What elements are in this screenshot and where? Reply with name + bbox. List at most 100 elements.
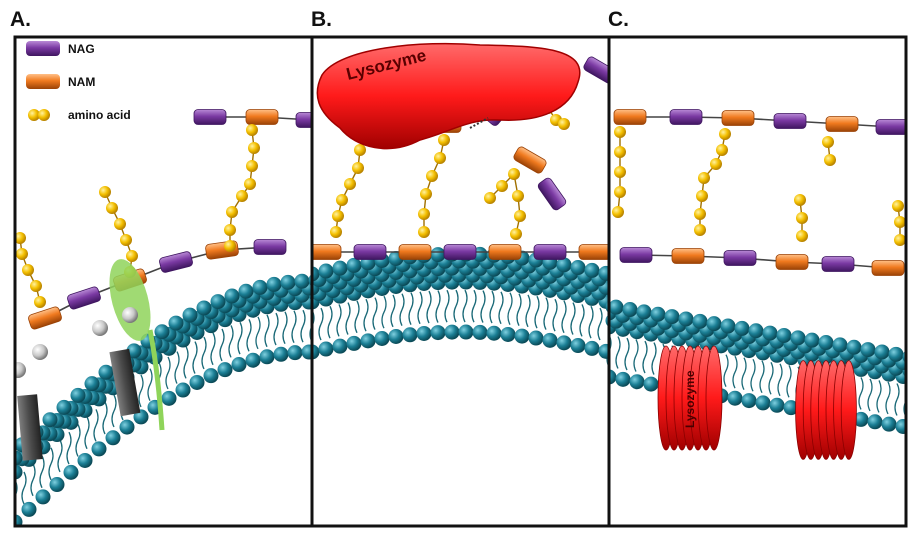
nag-unit xyxy=(583,56,609,84)
lipid-tail xyxy=(201,336,207,370)
peptide-crosslink xyxy=(892,200,906,246)
lipid-tail xyxy=(381,295,387,329)
lipid-head xyxy=(832,337,848,353)
lipid-head xyxy=(266,276,282,292)
legend-item-nam: NAM xyxy=(26,74,95,89)
pore-subunit xyxy=(705,345,723,451)
lipid-head xyxy=(189,374,205,390)
lipid-tail xyxy=(570,302,576,335)
amino-acid-bead xyxy=(418,226,430,238)
lipid-tail xyxy=(453,289,459,323)
lipid-head xyxy=(402,327,418,343)
gray-bead xyxy=(15,362,26,378)
lipid-bilayer xyxy=(609,299,906,434)
panel-c-frame xyxy=(607,35,908,528)
lipid-head xyxy=(346,257,362,273)
lipid-tail xyxy=(39,455,45,489)
lipid-head xyxy=(853,411,869,427)
amino-acid-bead xyxy=(694,208,706,220)
peptidoglycan-layer xyxy=(15,56,906,461)
lipid-head xyxy=(15,450,23,466)
peptide-crosslink xyxy=(418,134,450,238)
lipid-head xyxy=(312,266,320,282)
lipid-tail xyxy=(318,307,324,341)
amino-acid-bead xyxy=(894,216,906,228)
lipid-head xyxy=(217,362,233,378)
lipid-head xyxy=(643,376,659,392)
lipid-head xyxy=(598,265,609,281)
amino-acid-bead xyxy=(558,118,570,130)
amino-acid-bead xyxy=(796,212,808,224)
lipid-head xyxy=(486,325,502,341)
lipid-head xyxy=(182,307,198,323)
lipid-head xyxy=(776,327,792,343)
lipid-head xyxy=(556,257,572,273)
amino-acid-bead xyxy=(246,124,258,136)
lipid-tail xyxy=(480,290,486,323)
peptide-crosslink xyxy=(330,144,366,238)
lipid-tail xyxy=(723,354,729,387)
amino-acid-bead xyxy=(694,224,706,236)
legend-label-nag: NAG xyxy=(68,42,95,56)
amino-acid-bead xyxy=(508,168,520,180)
amino-acid-bead xyxy=(34,296,46,308)
glycan-strand xyxy=(619,247,905,276)
amino-acid-bead xyxy=(106,202,118,214)
amino-acid-bead xyxy=(226,206,238,218)
lipid-head xyxy=(56,399,72,415)
amino-acid-bead xyxy=(224,240,236,252)
lipid-head xyxy=(570,338,586,354)
lipid-tail xyxy=(525,294,531,328)
lipid-head xyxy=(196,300,212,316)
nam-unit xyxy=(871,260,905,276)
panel-frames xyxy=(13,35,908,528)
lipid-tail xyxy=(624,337,630,371)
glycan-strand xyxy=(312,244,609,260)
lipid-tail xyxy=(597,307,603,341)
lipid-tail xyxy=(111,394,117,428)
lipid-head xyxy=(119,419,135,435)
lipid-head xyxy=(231,357,247,373)
lipid-tail xyxy=(147,368,153,401)
nag-unit xyxy=(443,244,477,260)
lipid-tail xyxy=(345,302,351,335)
amino-acid-bead xyxy=(719,128,731,140)
lysozyme-enzyme: Lysozyme xyxy=(316,42,581,150)
lipid-tail xyxy=(588,305,594,339)
lipid-head xyxy=(584,262,600,278)
lipid-head xyxy=(664,309,680,325)
lipid-tail xyxy=(894,383,900,416)
peptide-crosslink xyxy=(484,168,526,240)
lipid-head xyxy=(874,344,890,360)
lipid-tail xyxy=(417,291,423,325)
nam-unit xyxy=(398,244,432,260)
amino-acid-bead xyxy=(420,188,432,200)
nag-unit xyxy=(67,286,101,310)
lipid-head xyxy=(416,325,432,341)
amino-acid-bead xyxy=(120,234,132,246)
lipid-head xyxy=(175,382,191,398)
nag-unit xyxy=(295,112,312,128)
lipid-tail xyxy=(30,463,36,497)
lipid-head xyxy=(790,330,806,346)
lipid-tail xyxy=(363,298,369,332)
amino-acid-bead xyxy=(484,192,496,204)
lipid-head xyxy=(615,371,631,387)
lipid-tail xyxy=(633,339,639,372)
nag-unit xyxy=(193,109,227,125)
lipid-tail xyxy=(183,346,189,379)
lipid-head xyxy=(287,345,303,361)
amino-acid-bead xyxy=(614,146,626,158)
amino-acid-bead xyxy=(99,186,111,198)
nam-unit xyxy=(578,244,609,260)
lipid-tail xyxy=(552,298,558,332)
lipid-head xyxy=(105,430,121,446)
lipid-tail xyxy=(255,316,261,350)
lipid-head xyxy=(622,302,638,318)
amino-acid-bead xyxy=(716,144,728,156)
lipid-tail xyxy=(408,292,414,325)
nag-swatch-icon xyxy=(26,41,60,56)
lipid-tail xyxy=(750,358,756,392)
